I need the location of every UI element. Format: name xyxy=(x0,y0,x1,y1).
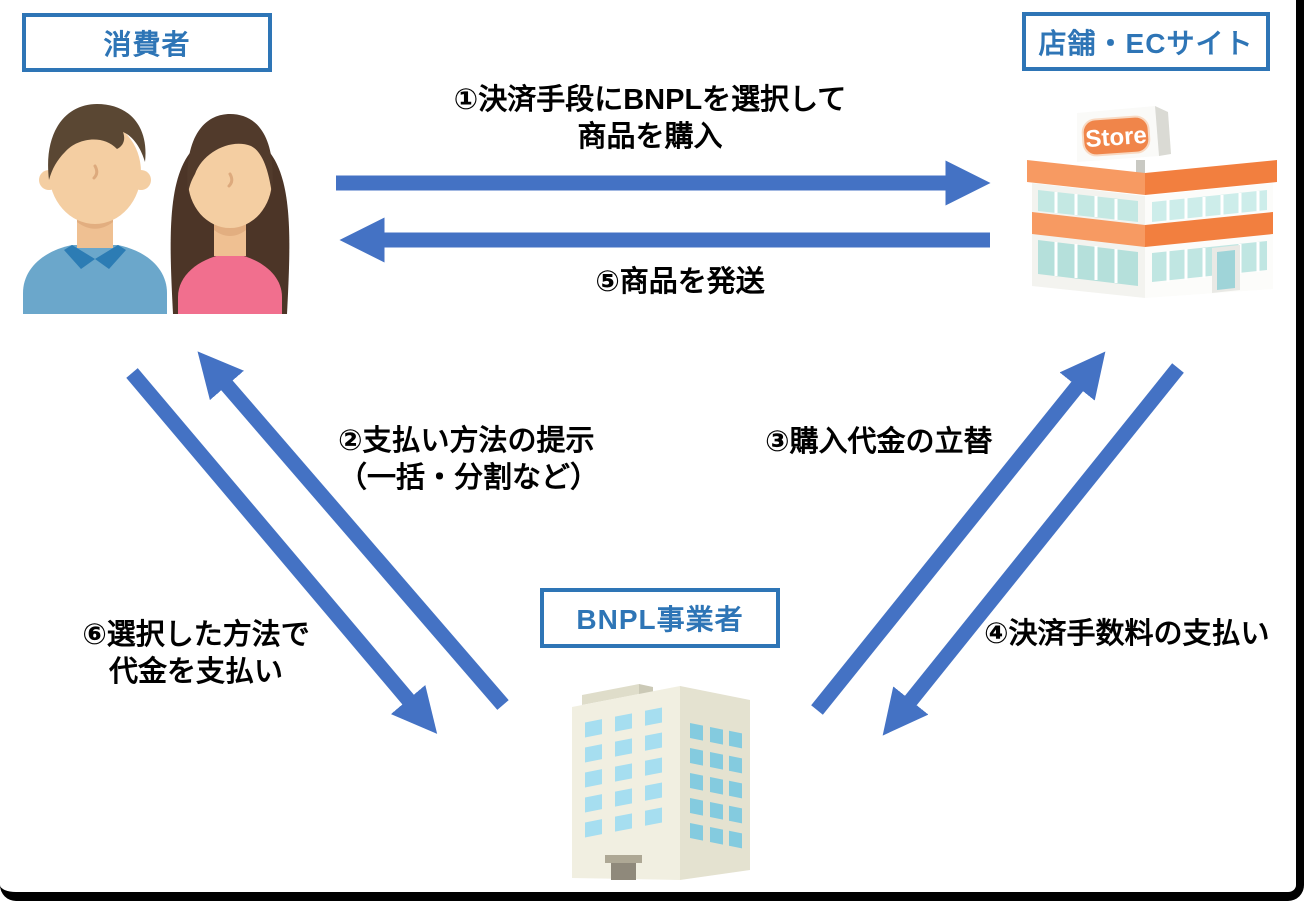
consumer-label-box: 消費者 xyxy=(22,13,272,72)
step1-text: ①決済手段にBNPLを選択して 商品を購入 xyxy=(453,84,847,153)
consumer-couple-icon xyxy=(23,104,290,314)
bnpl-building-icon xyxy=(572,684,750,880)
bnpl-label-box: BNPL事業者 xyxy=(540,588,780,648)
step4-text: ④決済手数料の支払い xyxy=(984,618,1270,650)
arrow-step4-store-to-bnpl xyxy=(882,363,1184,736)
store-sign-text: Store xyxy=(1085,122,1148,153)
step2-text: ②支払い方法の提示 （一括・分割など） xyxy=(338,425,600,494)
man-avatar-icon xyxy=(23,104,167,314)
store-label-box: 店舗・ECサイト xyxy=(1022,12,1270,71)
step5-text: ⑤商品を発送 xyxy=(595,266,765,298)
woman-avatar-icon xyxy=(170,114,290,314)
bnpl-label: BNPL事業者 xyxy=(576,604,744,635)
consumer-label: 消費者 xyxy=(103,28,191,60)
store-building-icon: Store xyxy=(1027,106,1277,298)
step3-text: ③購入代金の立替 xyxy=(765,426,993,458)
step6-text: ⑥選択した方法で 代金を支払い xyxy=(82,619,310,688)
store-label: 店舗・ECサイト xyxy=(1038,27,1254,59)
